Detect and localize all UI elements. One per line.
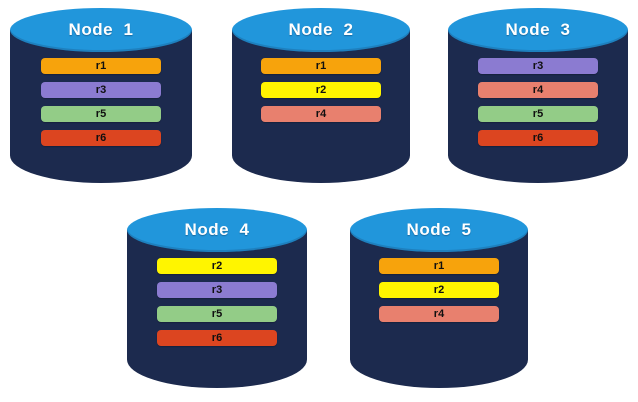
shard-list: r1 r3 r5 r6 — [10, 58, 192, 146]
node-title: Node 2 — [288, 20, 354, 39]
shard-bar[interactable]: r4 — [379, 306, 499, 322]
shard-list: r3 r4 r5 r6 — [448, 58, 628, 146]
shard-bar[interactable]: r6 — [41, 130, 161, 146]
node-cylinder-top-ellipse — [10, 8, 192, 52]
shard-bar[interactable]: r3 — [41, 82, 161, 98]
shard-bar[interactable]: r2 — [379, 282, 499, 298]
node-cylinder-top-ellipse — [232, 8, 410, 52]
shard-bar[interactable]: r3 — [478, 58, 598, 74]
database-node[interactable]: Node 3 r3 r4 r5 r6 — [448, 8, 628, 183]
database-node[interactable]: Node 5 r1 r2 r4 — [350, 208, 528, 388]
shard-list: r2 r3 r5 r6 — [127, 258, 307, 346]
shard-bar[interactable]: r4 — [261, 106, 381, 122]
database-node[interactable]: Node 1 r1 r3 r5 r6 — [10, 8, 192, 183]
shard-bar[interactable]: r6 — [478, 130, 598, 146]
shard-list: r1 r2 r4 — [350, 258, 528, 322]
shard-bar[interactable]: r5 — [478, 106, 598, 122]
shard-bar[interactable]: r5 — [41, 106, 161, 122]
shard-list: r1 r2 r4 — [232, 58, 410, 122]
node-cylinder-top-ellipse — [350, 208, 528, 252]
database-node[interactable]: Node 2 r1 r2 r4 — [232, 8, 410, 183]
shard-bar[interactable]: r3 — [157, 282, 277, 298]
shard-bar[interactable]: r1 — [379, 258, 499, 274]
shard-bar[interactable]: r2 — [157, 258, 277, 274]
node-cylinder-top-ellipse — [448, 8, 628, 52]
node-cylinder-top-ellipse — [127, 208, 307, 252]
database-node[interactable]: Node 4 r2 r3 r5 r6 — [127, 208, 307, 388]
shard-bar[interactable]: r6 — [157, 330, 277, 346]
shard-bar[interactable]: r1 — [41, 58, 161, 74]
node-title: Node 5 — [406, 220, 472, 239]
shard-bar[interactable]: r4 — [478, 82, 598, 98]
shard-bar[interactable]: r2 — [261, 82, 381, 98]
node-title: Node 4 — [184, 220, 250, 239]
node-title: Node 3 — [505, 20, 571, 39]
shard-bar[interactable]: r5 — [157, 306, 277, 322]
node-title: Node 1 — [68, 20, 134, 39]
shard-bar[interactable]: r1 — [261, 58, 381, 74]
